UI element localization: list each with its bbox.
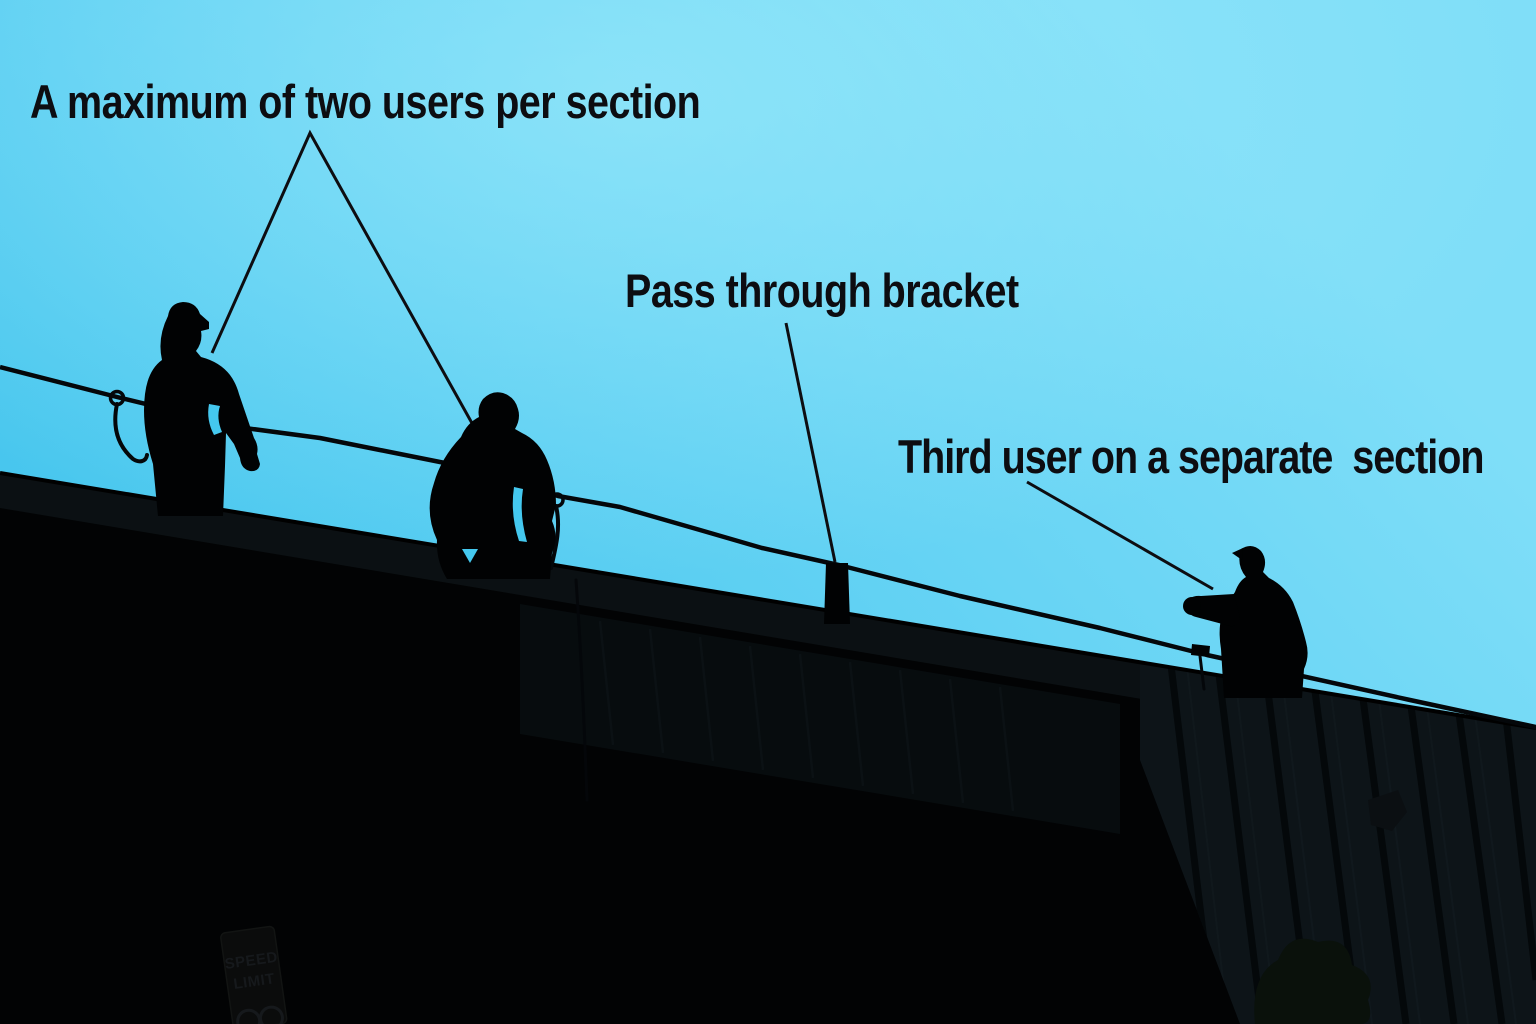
anchor-clip-worker-3	[1191, 644, 1210, 691]
rope-worker-2	[574, 578, 589, 802]
right-wall-siding	[1140, 662, 1536, 1024]
speed-limit-sign: SPEED LIMIT	[220, 925, 288, 1024]
tree-foliage	[1254, 938, 1371, 1024]
worker-2-silhouette	[429, 392, 556, 579]
pass-through-bracket	[824, 563, 850, 624]
sky-gap-worker-1-arm	[208, 404, 222, 435]
worker-3-hand	[1183, 597, 1201, 615]
mid-fascia-panels	[520, 604, 1120, 834]
lifeline-cable	[0, 364, 1536, 730]
callout-line-pass-through	[784, 322, 837, 563]
worker-3-cap-brim	[1232, 548, 1243, 560]
wall-lamp	[1368, 790, 1407, 831]
worker-3-raised-arm	[1187, 594, 1240, 627]
lanyard-worker-1	[113, 402, 149, 464]
sign-line-limit: LIMIT	[232, 970, 276, 993]
worker-3-silhouette	[1183, 545, 1308, 698]
worker-1-silhouette	[144, 302, 260, 516]
lanyard-strap-worker-2	[549, 504, 561, 570]
label-pass-through-bracket: Pass through bracket	[625, 264, 1019, 317]
callout-line-third-user	[1026, 480, 1214, 591]
label-max-users: A maximum of two users per section	[30, 75, 701, 128]
sky-gap-worker-2-leg	[462, 549, 478, 563]
sky-gap-worker-2-arm	[512, 487, 527, 542]
callout-line-max-users	[210, 129, 475, 426]
label-third-user: Third user on a separate section	[898, 430, 1484, 483]
